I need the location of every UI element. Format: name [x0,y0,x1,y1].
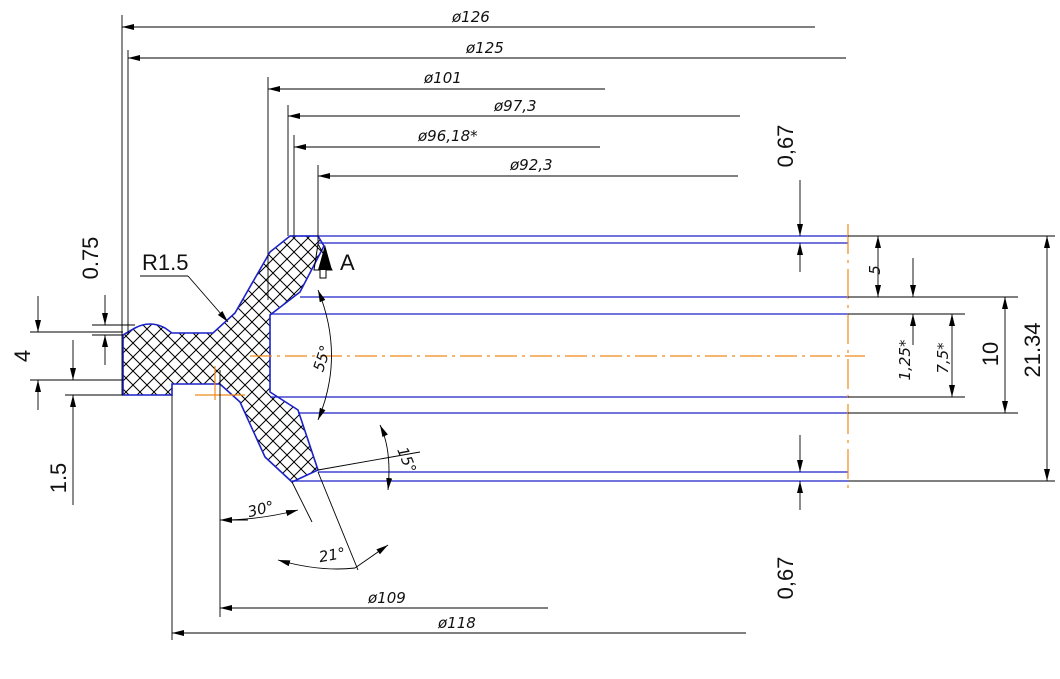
dim-21-34: 21.34 [1020,322,1045,377]
dim-d118: ø118 [437,614,476,632]
dim-1-5: 1.5 [46,463,71,494]
dim-4: 4 [10,350,35,362]
dim-d109: ø109 [367,589,406,607]
right-dimensions: 0,67 0,67 5 1,25* 7,5* 10 21.34 [773,125,1055,600]
dim-1-25: 1,25* [896,339,914,380]
dim-bottom-0-67: 0,67 [773,557,798,600]
dim-d126: ø126 [451,8,490,26]
dim-10: 10 [978,342,1003,366]
dim-7-5: 7,5* [934,342,952,374]
dim-d125: ø125 [465,39,504,57]
dim-d101: ø101 [423,69,462,87]
angle-21: 21° [317,544,346,566]
dim-d97-3: ø97,3 [493,97,537,115]
diameter-dimensions-top: ø126 ø125 ø101 ø97,3 ø96,18* ø92,3 [121,8,846,395]
dim-5: 5 [866,265,884,275]
dim-0-75: 0.75 [78,237,103,280]
view-a-marker: A [313,242,355,279]
left-dimensions: 0.75 4 1.5 [10,237,135,505]
dim-top-0-67: 0,67 [773,125,798,168]
angle-15: 15° [393,444,420,475]
groove-lines [270,235,848,482]
seal-body-hatched [122,235,325,483]
view-label: A [340,250,355,275]
angle-30: 30° [246,497,276,521]
radius-label: R1.5 [142,250,188,275]
radius-callout: R1.5 [140,250,229,323]
dim-d96-18: ø96,18* [417,127,478,145]
dim-d92-3: ø92,3 [509,156,553,174]
diameter-dimensions-bottom: ø109 ø118 [171,370,746,640]
seal-profile [122,235,325,483]
